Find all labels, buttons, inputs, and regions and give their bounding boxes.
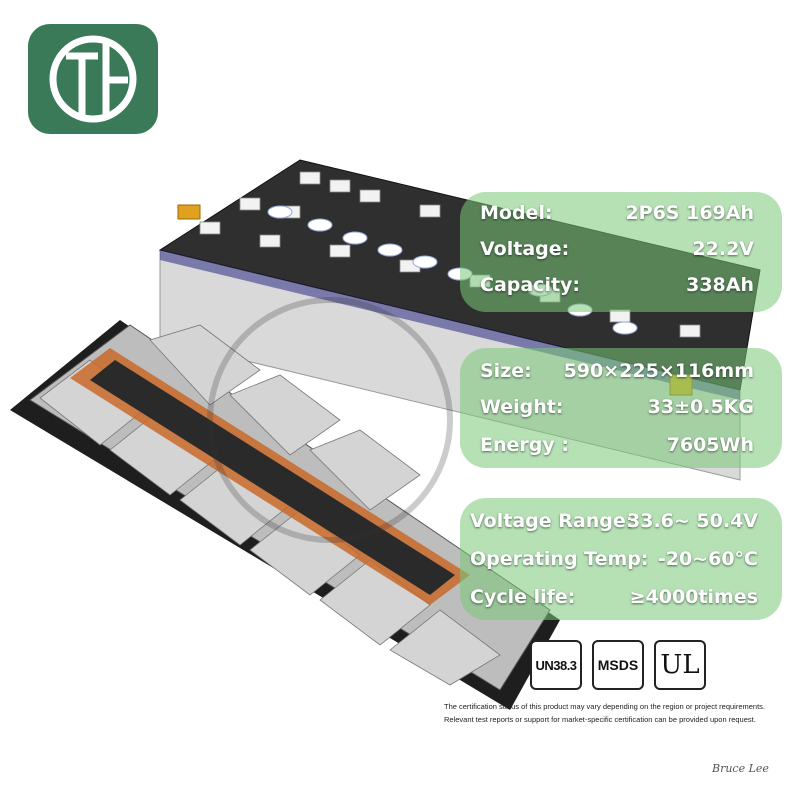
cert-badge-ul: UL (654, 640, 706, 690)
spec-label: Weight: (480, 396, 564, 418)
spec-label: Cycle life: (470, 586, 576, 608)
spec-value: -20~60°C (657, 548, 758, 570)
brand-logo (28, 24, 158, 134)
spec-label: Voltage: (480, 238, 570, 260)
spec-row-model: Model: 2P6S 169Ah (460, 196, 782, 230)
spec-row-voltage: Voltage: 22.2V (460, 232, 782, 266)
spec-value: 2P6S 169Ah (625, 202, 754, 224)
spec-panel-basic: Model: 2P6S 169Ah Voltage: 22.2V Capacit… (460, 192, 782, 312)
spec-value: 590×225×116mm (563, 360, 754, 382)
spec-value: 22.2V (692, 238, 754, 260)
spec-panel-physical: Size: 590×225×116mm Weight: 33±0.5KG Ene… (460, 348, 782, 468)
spec-row-capacity: Capacity: 338Ah (460, 268, 782, 302)
spec-label: Voltage Range: (470, 510, 634, 532)
spec-value: 33±0.5KG (647, 396, 754, 418)
spec-value: 338Ah (686, 274, 754, 296)
spec-panel-operating: Voltage Range: 33.6~ 50.4V Operating Tem… (460, 498, 782, 620)
spec-row-size: Size: 590×225×116mm (460, 354, 782, 388)
spec-row-operating-temp: Operating Temp: -20~60°C (460, 542, 782, 576)
spec-label: Model: (480, 202, 553, 224)
spec-row-cycle-life: Cycle life: ≥4000times (460, 580, 782, 614)
spec-value: 33.6~ 50.4V (627, 510, 758, 532)
spec-value: ≥4000times (629, 586, 758, 608)
spec-label: Operating Temp: (470, 548, 649, 570)
spec-label: Capacity: (480, 274, 581, 296)
th-monogram-icon (49, 35, 137, 123)
cert-badge-msds: MSDS (592, 640, 644, 690)
signature: Bruce Lee (712, 762, 769, 775)
spec-label: Energy : (480, 434, 569, 456)
spec-row-energy: Energy : 7605Wh (460, 428, 782, 462)
spec-label: Size: (480, 360, 532, 382)
certification-disclaimer: The certification status of this product… (444, 702, 766, 724)
cert-badge-un383: UN38.3 (530, 640, 582, 690)
spec-value: 7605Wh (666, 434, 754, 456)
spec-row-voltage-range: Voltage Range: 33.6~ 50.4V (460, 504, 782, 538)
spec-row-weight: Weight: 33±0.5KG (460, 390, 782, 424)
